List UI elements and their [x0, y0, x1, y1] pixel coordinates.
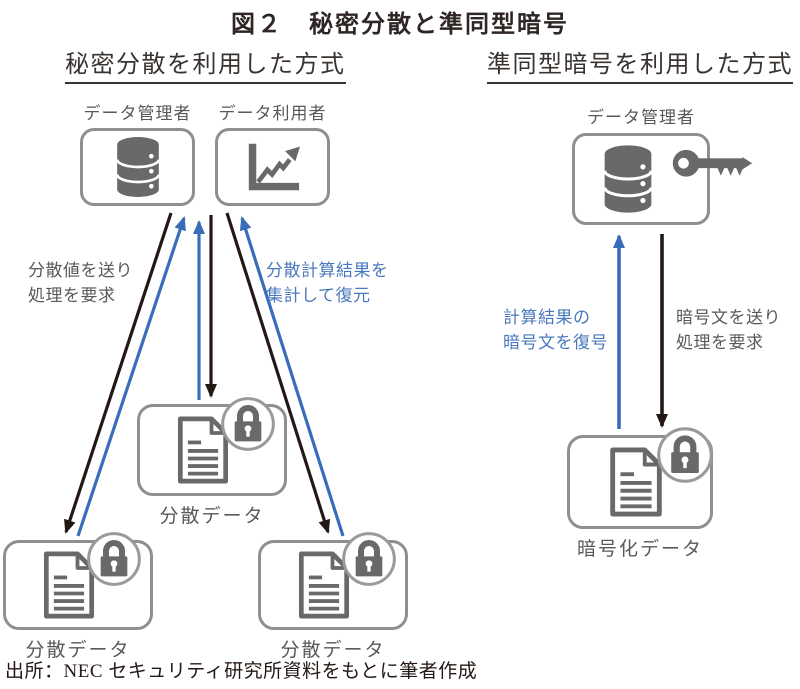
key-icon: [671, 146, 753, 184]
data-user-box: [215, 128, 330, 206]
padlock-icon: [86, 531, 142, 587]
aggregate-restore-label: 分散計算結果を 集計して復元: [266, 261, 389, 305]
data-manager-box: [80, 128, 195, 206]
padlock-icon: [656, 426, 714, 484]
database-icon: [600, 143, 656, 215]
send-ciphertext-label: 暗号文を送り 処理を要求: [676, 308, 781, 352]
padlock-icon: [220, 396, 276, 452]
share-data-box-middle: 分散データ: [137, 404, 287, 527]
source-note: 出所：NEC セキュリティ研究所資料をもとに筆者作成: [5, 661, 478, 682]
share-data-label: 分散データ: [159, 506, 265, 527]
left-data-user-label: データ利用者: [218, 104, 327, 123]
decrypt-result-label: 計算結果の 暗号文を復号: [503, 308, 608, 352]
database-icon: [113, 135, 163, 199]
left-data-manager-label: データ管理者: [83, 104, 192, 123]
share-data-label: 分散データ: [25, 640, 131, 661]
send-share-label: 分散値を送り 処理を要求: [28, 261, 133, 305]
share-data-label: 分散データ: [280, 640, 386, 661]
share-data-box-left: 分散データ: [3, 540, 153, 661]
homomorphic-data-manager-box: [572, 133, 710, 225]
encrypted-data-label: 暗号化データ: [576, 539, 703, 560]
padlock-icon: [341, 531, 397, 587]
right-section-heading: 準同型暗号を利用した方式: [487, 44, 793, 84]
share-data-box-right: 分散データ: [258, 540, 408, 661]
line-chart-icon: [242, 140, 304, 194]
encrypted-data-box: 暗号化データ: [567, 435, 713, 560]
figure-title: 図２ 秘密分散と準同型暗号: [231, 11, 569, 38]
right-data-manager-label: データ管理者: [587, 108, 695, 127]
left-section-heading: 秘密分散を利用した方式: [65, 44, 346, 84]
